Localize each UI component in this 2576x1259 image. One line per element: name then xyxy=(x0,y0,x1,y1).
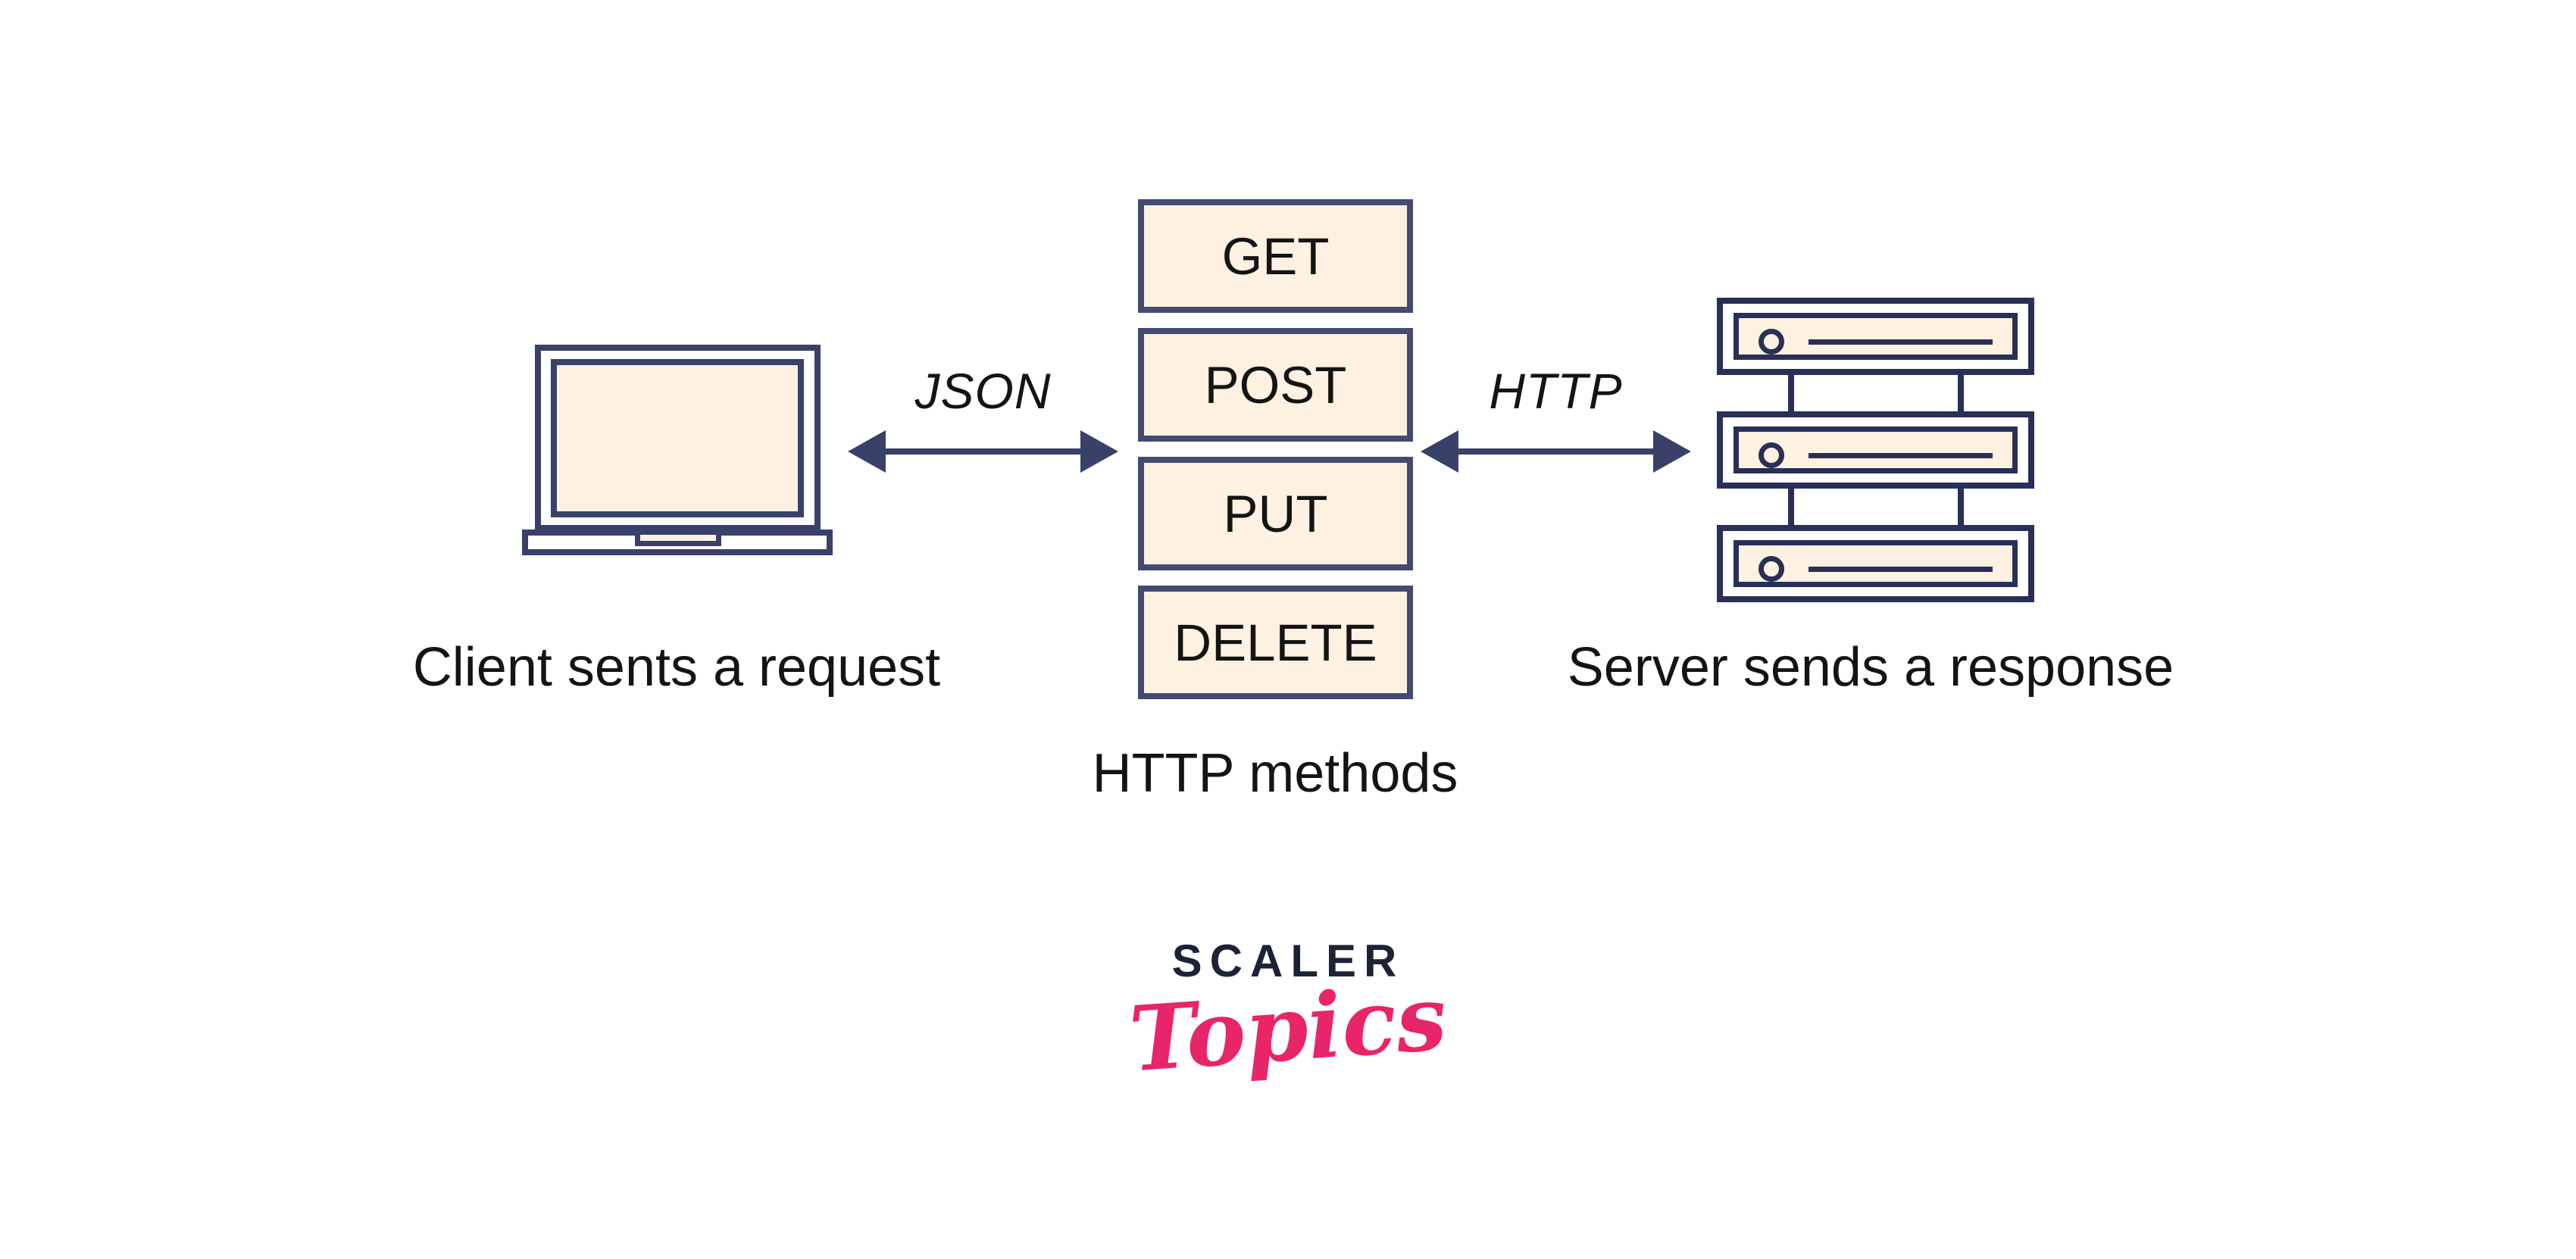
method-box-put: PUT xyxy=(1138,457,1413,570)
http-double-arrow-icon xyxy=(1421,429,1691,474)
json-arrow-label: JSON xyxy=(914,363,1052,419)
scaler-logo-brand-text: SCALER xyxy=(1171,936,1405,986)
server-connector xyxy=(1788,486,1794,528)
server-unit xyxy=(1717,411,2034,489)
method-box-post: POST xyxy=(1138,328,1413,442)
json-double-arrow-icon xyxy=(848,429,1118,474)
laptop-hinge-notch xyxy=(635,530,721,546)
arrowhead-left-icon xyxy=(848,430,886,473)
server-unit-panel xyxy=(1733,540,2018,587)
server-connector xyxy=(1788,372,1794,414)
server-connector xyxy=(1958,372,1964,414)
laptop-screen-display xyxy=(551,359,804,517)
arrow-shaft xyxy=(880,448,1086,455)
server-unit-panel xyxy=(1733,426,2018,473)
server-led-circle-icon xyxy=(1758,556,1784,582)
server-led-circle-icon xyxy=(1758,442,1784,468)
method-box-get: GET xyxy=(1138,199,1413,313)
server-unit-panel xyxy=(1733,313,2018,360)
client-label: Client sents a request xyxy=(412,637,941,698)
server-unit xyxy=(1717,525,2034,602)
method-box-delete: DELETE xyxy=(1138,586,1413,699)
server-slot-line xyxy=(1809,567,1993,572)
server-slot-line xyxy=(1809,453,1993,458)
arrowhead-right-icon xyxy=(1653,430,1691,473)
server-connector xyxy=(1958,486,1964,528)
server-slot-line xyxy=(1809,339,1993,345)
methods-caption: HTTP methods xyxy=(1092,743,1458,804)
laptop-icon xyxy=(522,345,833,555)
server-stack-icon xyxy=(1717,298,2034,602)
arrowhead-right-icon xyxy=(1080,430,1118,473)
server-led-circle-icon xyxy=(1758,329,1784,355)
server-unit xyxy=(1717,298,2034,375)
arrowhead-left-icon xyxy=(1421,430,1458,473)
server-label: Server sends a response xyxy=(1567,637,2174,698)
arrow-shaft xyxy=(1452,448,1659,455)
http-arrow-label: HTTP xyxy=(1489,363,1623,419)
